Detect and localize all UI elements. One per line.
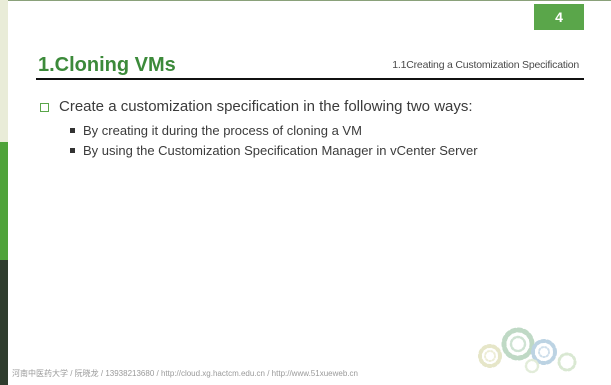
hollow-square-bullet-icon (40, 102, 49, 112)
left-bar-light-segment (0, 0, 8, 142)
top-border-line (8, 0, 611, 1)
left-bar-dark-segment (0, 260, 8, 385)
title-divider (36, 78, 584, 80)
left-color-bar (0, 0, 8, 385)
filled-square-bullet-icon (70, 127, 75, 133)
slide-title: 1.Cloning VMs (38, 54, 176, 76)
sub-bullet-item: By creating it during the process of clo… (70, 120, 478, 140)
slide-subtitle: 1.1Creating a Customization Specificatio… (392, 59, 579, 71)
footer-text: 河南中医药大学 / 阮晓龙 / 13938213680 / http://clo… (12, 369, 358, 378)
sub-bullet-item: By using the Customization Specification… (70, 140, 478, 160)
page-number: 4 (534, 4, 584, 30)
main-bullet: Create a customization specification in … (40, 98, 473, 115)
main-bullet-text: Create a customization specification in … (59, 98, 473, 115)
left-bar-green-segment (0, 142, 8, 260)
sub-bullet-text: By creating it during the process of clo… (83, 122, 362, 138)
sub-bullet-text: By using the Customization Specification… (83, 142, 478, 158)
sub-bullet-list: By creating it during the process of clo… (70, 120, 478, 160)
gears-icon (478, 327, 577, 374)
filled-square-bullet-icon (70, 147, 75, 153)
